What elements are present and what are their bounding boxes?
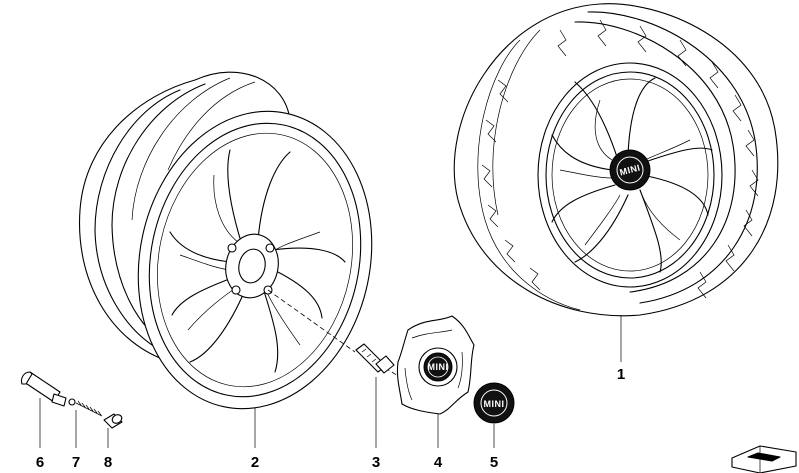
callout-5: 5 bbox=[489, 454, 499, 471]
callout-1: 1 bbox=[616, 366, 626, 383]
parts-catalog-arrow-icon[interactable] bbox=[731, 445, 797, 473]
hubcap-emblem-text: MINI bbox=[428, 362, 449, 372]
emblem-badge-text: MINI bbox=[484, 399, 505, 409]
callout-7: 7 bbox=[71, 454, 81, 471]
hub-cap-icon[interactable]: MINI bbox=[396, 315, 475, 448]
valve-stem-icon[interactable] bbox=[20, 371, 67, 448]
valve-cap-icon[interactable] bbox=[103, 413, 123, 448]
callout-8: 8 bbox=[103, 454, 113, 471]
callout-6: 6 bbox=[35, 454, 45, 471]
mini-emblem-icon[interactable]: MINI bbox=[473, 382, 515, 448]
alloy-rim-icon[interactable] bbox=[78, 71, 399, 448]
complete-wheel-tire-icon[interactable]: MINI bbox=[453, 3, 779, 362]
callout-4: 4 bbox=[433, 454, 443, 471]
callout-3: 3 bbox=[371, 454, 381, 471]
valve-core-icon[interactable] bbox=[68, 398, 103, 448]
wheel-bolt-icon[interactable] bbox=[355, 343, 395, 448]
callout-2: 2 bbox=[250, 454, 260, 471]
